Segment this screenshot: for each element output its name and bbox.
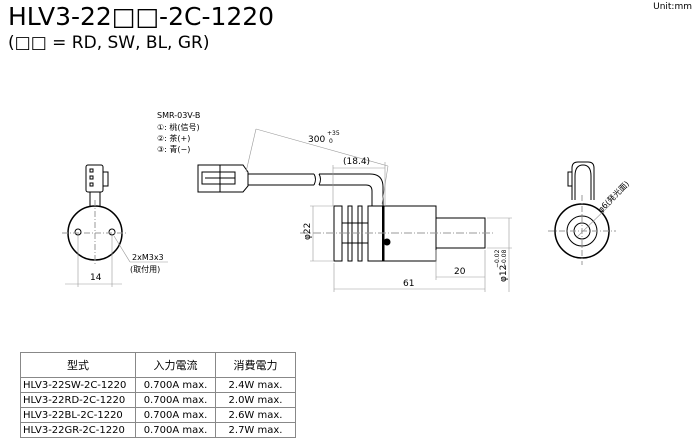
cell-power: 2.6W max. [215, 407, 296, 423]
pin1-label: ①: 桃(信号) [157, 122, 200, 132]
table-header-row: 型式 入力電流 消費電力 [20, 352, 296, 378]
tube-tol-upper: −0.02 [494, 249, 501, 268]
pin2-label: ②: 茶(+) [157, 133, 190, 143]
cell-power: 2.4W max. [215, 377, 296, 393]
cell-current: 0.700A max. [135, 422, 216, 438]
header-power: 消費電力 [215, 352, 296, 378]
header-model: 型式 [20, 352, 136, 378]
left-view [62, 164, 168, 287]
cell-model: HLV3-22GR-2C-1220 [20, 422, 136, 438]
cell-current: 0.700A max. [135, 392, 216, 408]
cell-current: 0.700A max. [135, 377, 216, 393]
header-current: 入力電流 [135, 352, 216, 378]
emit-diameter-label: φ6(発光面) [595, 179, 631, 215]
cell-model: HLV3-22RD-2C-1220 [20, 392, 136, 408]
page-subtitle: (□□ = RD, SW, BL, GR) [8, 33, 210, 53]
cell-model: HLV3-22BL-2C-1220 [20, 407, 136, 423]
pin3-label: ③: 青(−) [157, 144, 190, 154]
mount-holes-label: 2xM3x3 [132, 253, 164, 262]
cell-current: 0.700A max. [135, 407, 216, 423]
tube-length-dim: 20 [454, 267, 466, 277]
mount-note: (取付用) [130, 264, 160, 274]
cell-power: 2.0W max. [215, 392, 296, 408]
side-view [197, 128, 512, 292]
cable-length-dim: 300 [308, 135, 325, 145]
tube-diameter-dim: φ12 [499, 265, 509, 282]
body-diameter-dim: φ22 [303, 223, 313, 240]
tube-tol-lower: −0.08 [501, 249, 508, 268]
cable-tol-minus: 0 [329, 138, 333, 145]
front-view [548, 161, 616, 265]
total-length-dim: 61 [403, 279, 414, 289]
bend-dim: (18.4) [343, 157, 370, 167]
hole-pitch-dim: 14 [90, 273, 102, 283]
cell-power: 2.7W max. [215, 422, 296, 438]
connector-model: SMR-03V-B [157, 111, 200, 120]
cell-model: HLV3-22SW-2C-1220 [20, 377, 136, 393]
cable-tol-plus: +35 [327, 130, 340, 137]
unit-label: Unit:mm [653, 2, 692, 12]
page-title: HLV3-22□□-2C-1220 [8, 2, 275, 31]
